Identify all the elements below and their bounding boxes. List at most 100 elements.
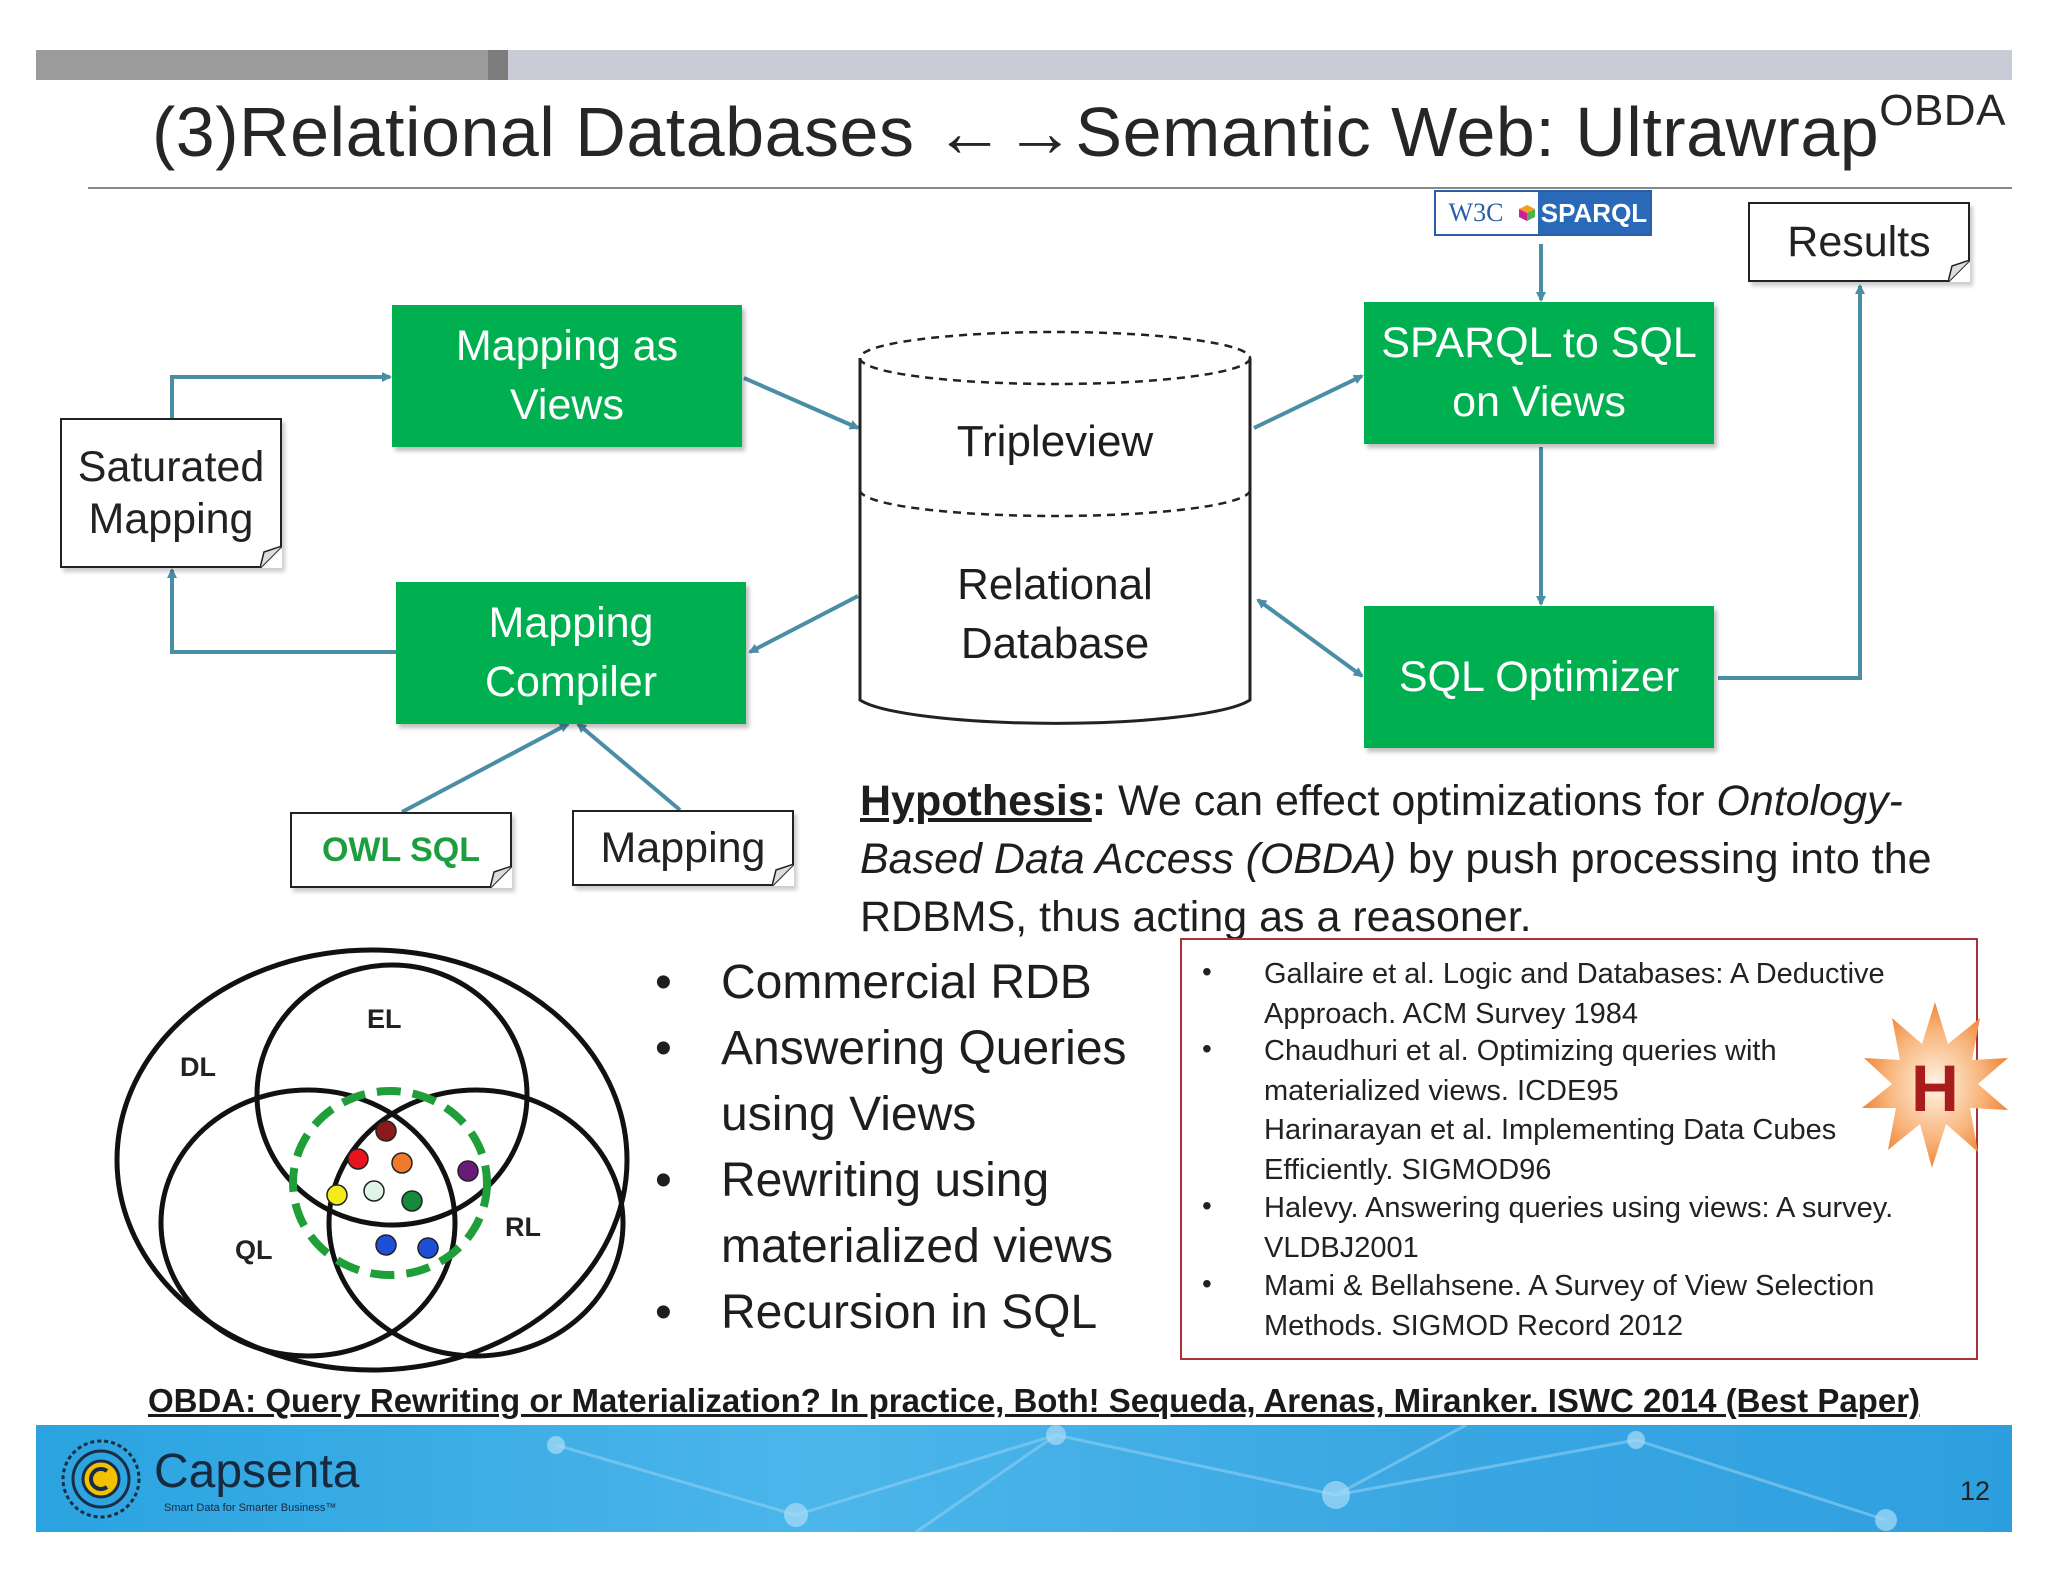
venn-label-el: EL xyxy=(367,1004,402,1034)
title-superscript: OBDA xyxy=(1879,86,2006,135)
cube-icon xyxy=(1516,192,1538,234)
venn-el-circle xyxy=(254,962,530,1228)
citation-link[interactable]: OBDA: Query Rewriting or Materialization… xyxy=(148,1382,1921,1419)
reference-item: Chaudhuri et al. Optimizing queries with… xyxy=(1264,1031,1944,1111)
owl-sql-label: OWL SQL xyxy=(321,831,481,869)
hypothesis-text-1: We can effect optimizations for xyxy=(1106,777,1717,825)
reference-line: Approach. ACM Survey 1984 xyxy=(1264,998,1638,1030)
arrow-database-optimizer xyxy=(1256,598,1364,678)
slide-title: (3)Relational Databases ←→Semantic Web: … xyxy=(152,86,2006,172)
reference-line: VLDBJ2001 xyxy=(1264,1232,1419,1264)
venn-label-ql: QL xyxy=(235,1235,273,1265)
footer-banner xyxy=(36,1425,2012,1532)
badge-letter: H xyxy=(1911,1051,1959,1125)
starburst-icon xyxy=(1862,1002,2008,1168)
venn-ql-circle xyxy=(158,1087,458,1359)
owl-sql-doc: OWL SQL xyxy=(290,812,512,888)
venn-dot xyxy=(391,1152,413,1174)
mapping-label: Mapping xyxy=(600,824,766,872)
w3c-sparql-logo: W3C SPARQL xyxy=(1434,190,1652,236)
hypothesis-italic: Ontology-Based Data Access (OBDA) xyxy=(860,777,1903,883)
saturated-mapping-line1: Saturated xyxy=(77,443,265,491)
venn-dot xyxy=(417,1237,439,1259)
sparql-logo-text: SPARQL xyxy=(1538,192,1650,234)
references-box: • Gallaire et al. Logic and Databases: A… xyxy=(1180,938,1978,1360)
sparql-to-sql-line1: SPARQL to SQL xyxy=(1381,319,1697,367)
venn-dot xyxy=(401,1190,423,1212)
sparql-to-sql-line2: on Views xyxy=(1452,378,1626,426)
bullet-dot: • xyxy=(655,1286,672,1339)
venn-dot xyxy=(375,1120,397,1142)
reference-line: Methods. SIGMOD Record 2012 xyxy=(1264,1310,1684,1342)
title-bar-marker xyxy=(488,50,508,80)
reference-bullet: • xyxy=(1202,1268,1212,1299)
title-bar xyxy=(508,50,2012,80)
results-doc: Results xyxy=(1748,202,1970,282)
arrow-optimizer-to-results xyxy=(1718,284,1865,680)
arrow-saturated-to-views xyxy=(170,372,392,418)
capsenta-brand: Capsenta xyxy=(154,1445,360,1498)
venn-dot xyxy=(363,1180,385,1202)
bullet-dot: • xyxy=(655,1022,672,1075)
venn-dl-circle xyxy=(114,947,630,1373)
bullet-text: Commercial RDB xyxy=(721,956,1092,1009)
arrow-database-to-compiler xyxy=(748,594,859,654)
dogear-icon xyxy=(772,864,794,886)
arrow-tripleview-to-sparql xyxy=(1253,374,1364,430)
hypothesis-label: Hypothesis xyxy=(860,777,1092,825)
dogear-icon xyxy=(1948,260,1970,282)
relational-database-line1: Relational xyxy=(957,560,1153,609)
w3c-logo-text: W3C xyxy=(1448,198,1504,227)
bullet-dot: • xyxy=(655,956,672,1009)
mapping-as-views-box: Mapping as Views xyxy=(392,305,742,447)
dogear-icon xyxy=(490,866,512,888)
bullet-text: Rewriting using xyxy=(721,1154,1050,1207)
sql-optimizer-label: SQL Optimizer xyxy=(1398,652,1680,701)
bullet-dot: • xyxy=(655,1154,672,1207)
bullet-item: •Recursion in SQL xyxy=(655,1280,1127,1346)
capsenta-logo-icon xyxy=(61,1439,141,1519)
reference-line: Efficiently. SIGMOD96 xyxy=(1264,1154,1552,1186)
venn-rl-circle xyxy=(326,1087,626,1359)
mapping-compiler-line1: Mapping xyxy=(488,599,654,647)
sql-optimizer-box: SQL Optimizer xyxy=(1364,606,1714,748)
venn-label-dl: DL xyxy=(180,1052,216,1082)
bullet-item: • Commercial RDB xyxy=(655,950,1127,1016)
page-number: 12 xyxy=(1960,1476,1991,1506)
title-main: (3)Relational Databases ←→Semantic Web: … xyxy=(152,93,1880,171)
mapping-as-views-line1: Mapping as xyxy=(455,322,679,370)
mapping-as-views-line2: Views xyxy=(510,381,624,429)
reference-item: Gallaire et al. Logic and Databases: A D… xyxy=(1264,954,1944,1034)
title-bar-accent xyxy=(36,50,488,80)
venn-dot xyxy=(375,1234,397,1256)
relational-database-line2: Database xyxy=(960,619,1150,668)
reference-item: Halevy. Answering queries using views: A… xyxy=(1264,1188,1944,1268)
results-label: Results xyxy=(1787,218,1931,266)
reference-line: materialized views. ICDE95 xyxy=(1264,1075,1619,1107)
venn-intersection-ring xyxy=(289,1087,491,1279)
saturated-mapping-line2: Mapping xyxy=(88,495,254,543)
bullet-text: using Views xyxy=(721,1088,977,1141)
arrow-owlsql-to-compiler xyxy=(401,722,570,814)
capsenta-tagline: Smart Data for Smarter Business™ xyxy=(164,1502,337,1514)
reference-bullet: • xyxy=(1202,1190,1212,1221)
reference-item: Harinarayan et al. Implementing Data Cub… xyxy=(1264,1110,1864,1190)
reference-line: Harinarayan et al. Implementing Data Cub… xyxy=(1264,1114,1837,1146)
venn-dot xyxy=(457,1160,479,1182)
reference-line: Mami & Bellahsene. A Survey of View Sele… xyxy=(1264,1270,1875,1302)
reference-bullet: • xyxy=(1202,956,1212,987)
title-rule xyxy=(88,187,2012,189)
reference-line: Chaudhuri et al. Optimizing queries with xyxy=(1264,1035,1777,1067)
tripleview-label: Tripleview xyxy=(956,417,1154,466)
dogear-icon xyxy=(260,546,282,568)
arrow-compiler-to-saturated xyxy=(167,568,396,654)
reference-line: Halevy. Answering queries using views: A… xyxy=(1264,1192,1894,1224)
venn-dot xyxy=(326,1184,348,1206)
venn-dot xyxy=(347,1148,369,1170)
